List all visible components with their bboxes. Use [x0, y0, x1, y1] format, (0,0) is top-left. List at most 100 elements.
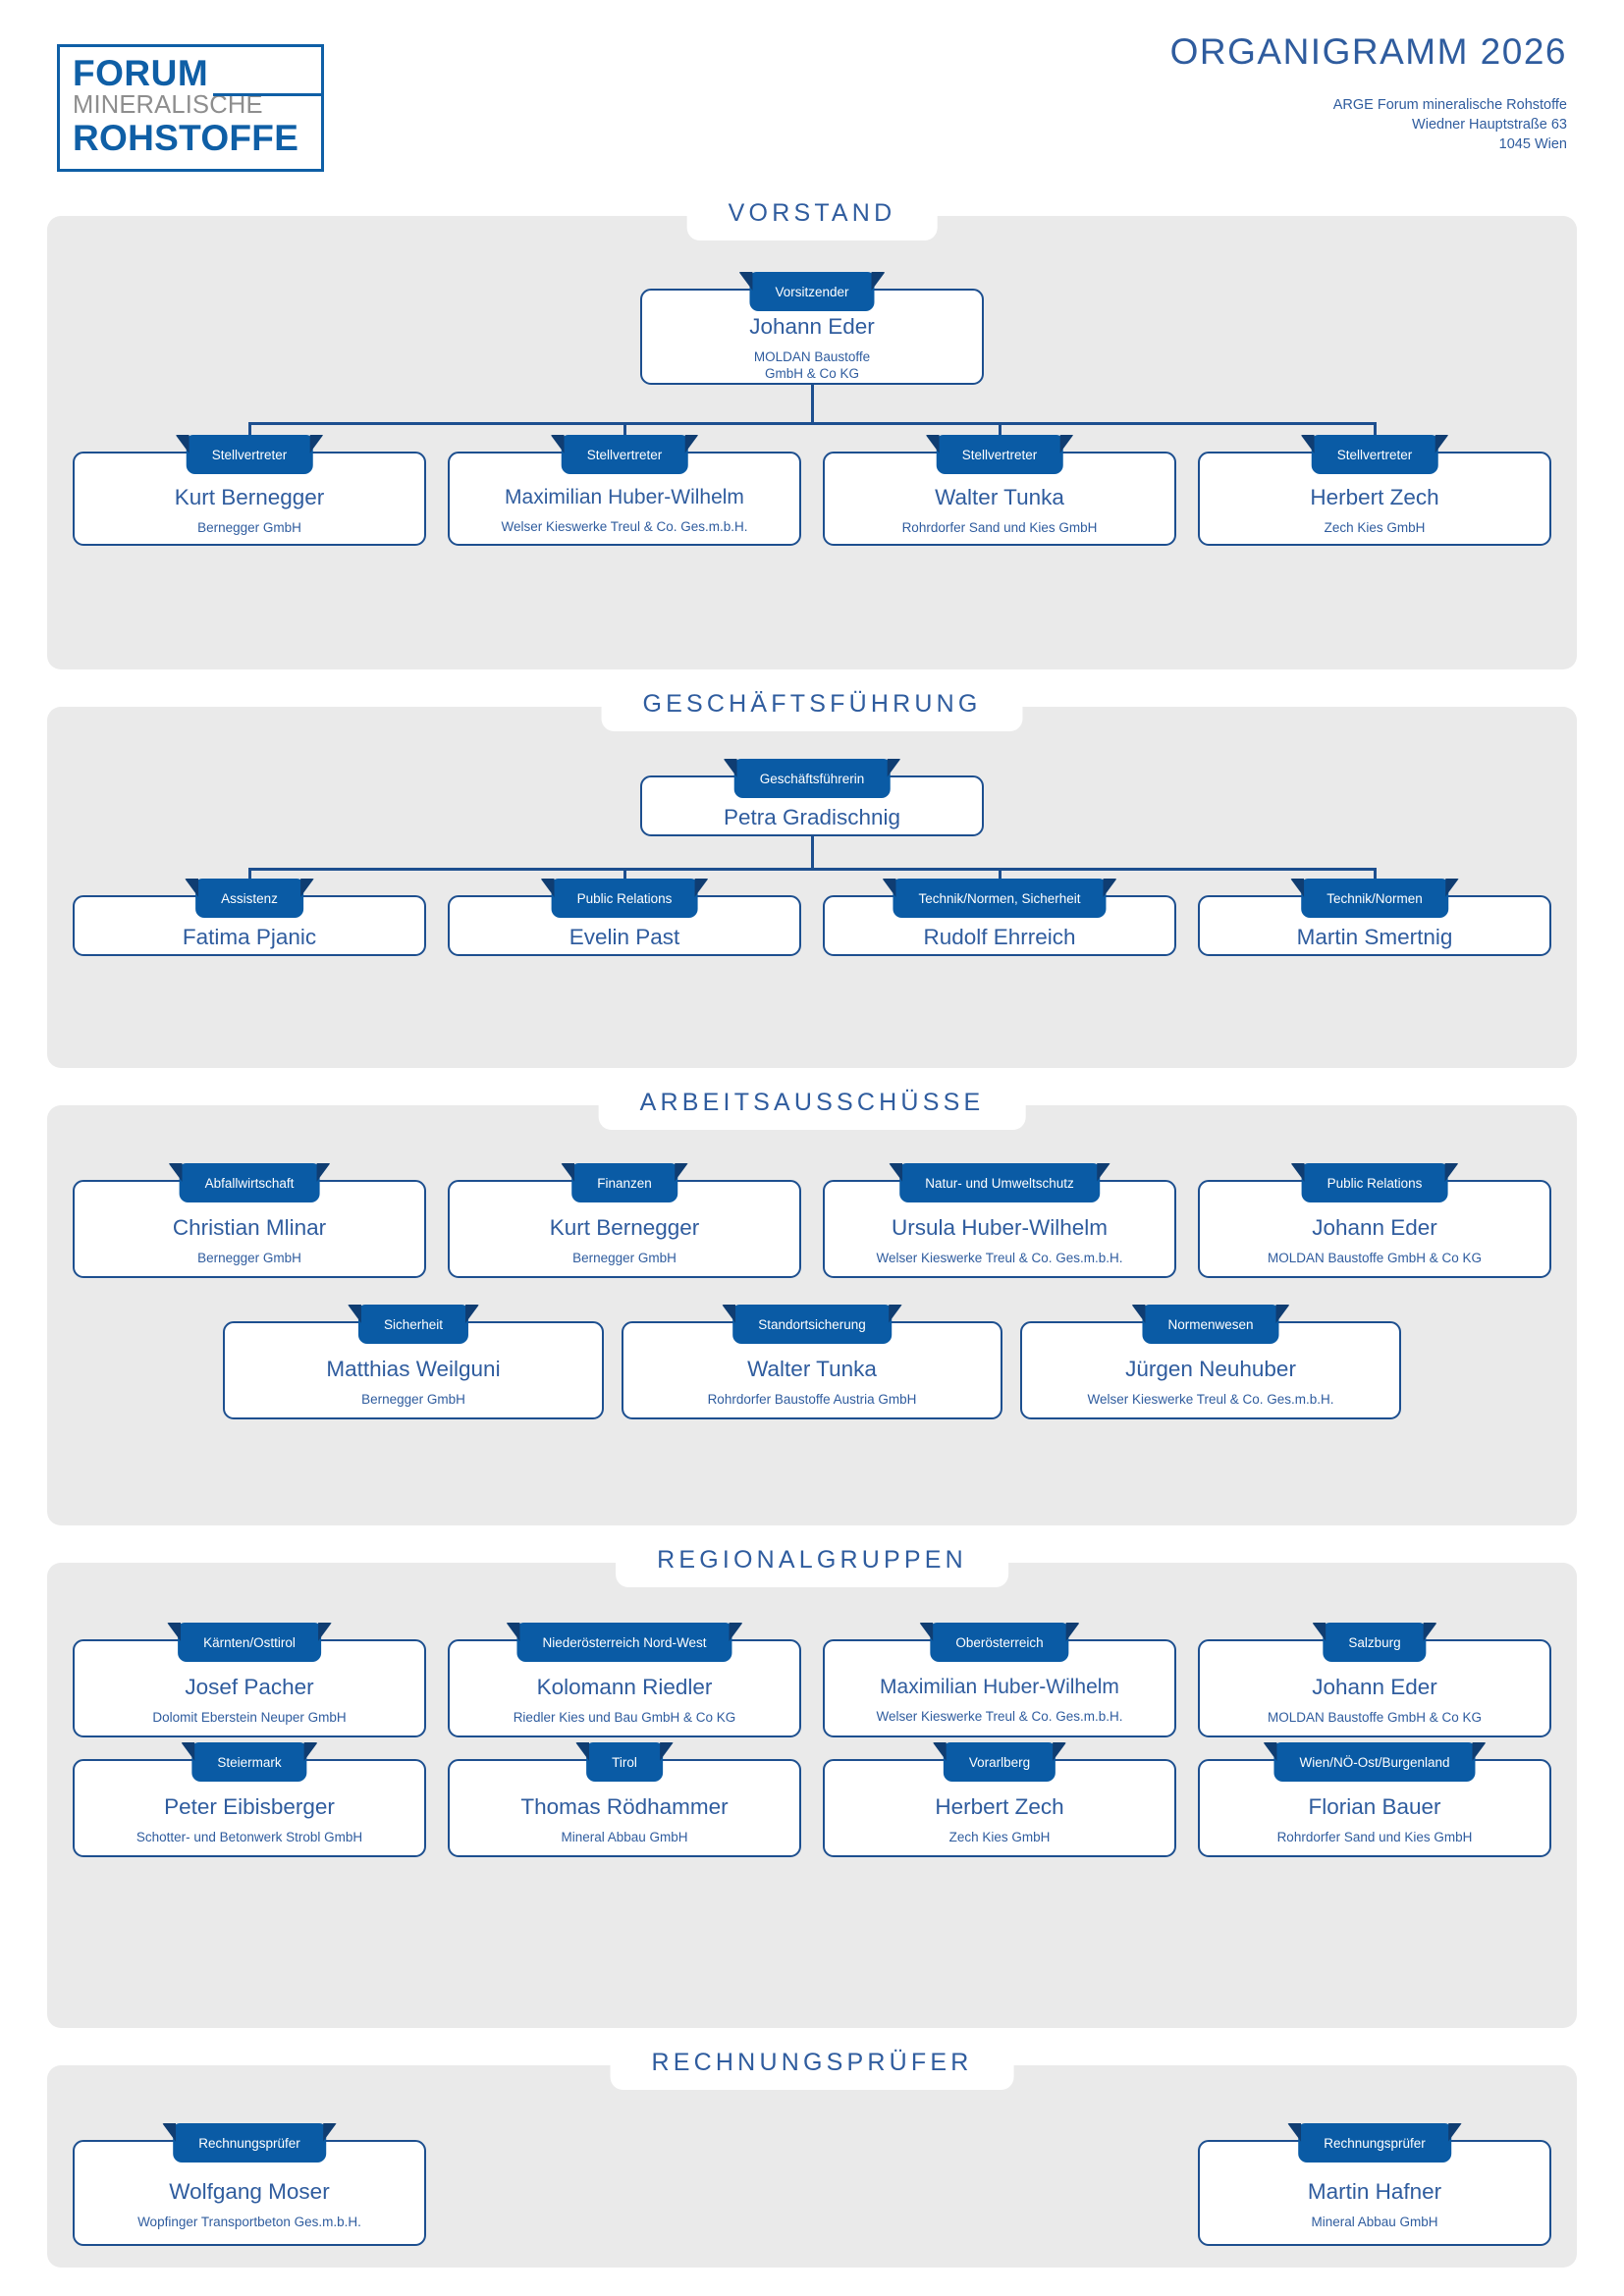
org-card-role-tab: Public Relations	[1301, 1163, 1448, 1202]
org-card-company: Rohrdorfer Sand und Kies GmbH	[1276, 1829, 1473, 1844]
org-card-person-name: Kurt Bernegger	[174, 484, 325, 509]
org-card-person-name: Maximilian Huber-Wilhelm	[880, 1675, 1119, 1698]
org-card-company: Welser Kieswerke Treul & Co. Ges.m.b.H.	[1087, 1391, 1334, 1407]
org-card-person-name: Kolomann Riedler	[536, 1674, 713, 1699]
forum-mineralische-rohstoffe-logo: FORUM MINERALISCHE ROHSTOFFE	[57, 44, 324, 172]
org-card-role-tab: Sicherheit	[357, 1305, 469, 1344]
org-card-role-tab: Stellvertreter	[936, 435, 1063, 474]
org-card-company: Bernegger GmbH	[197, 1250, 301, 1265]
org-card-body: Rudolf Ehrreich	[825, 921, 1174, 954]
org-card-person-name: Matthias Weilguni	[326, 1356, 501, 1381]
org-card-person-name: Thomas Rödhammer	[520, 1793, 729, 1819]
org-card-role-tab: Steiermark	[191, 1742, 307, 1782]
logo-line-rohstoffe: ROHSTOFFE	[73, 117, 299, 158]
org-card-role-tab: Assistenz	[195, 879, 303, 918]
header-right-block: ORGANIGRAMM 2026 ARGE Forum mineralische…	[1170, 33, 1567, 154]
org-card-role-tab: Kärnten/Osttirol	[178, 1623, 321, 1662]
org-card-person-name: Johann Eder	[749, 314, 875, 340]
org-card-role-tab: Stellvertreter	[186, 435, 313, 474]
section-title: REGIONALGRUPPEN	[616, 1541, 1008, 1587]
org-card-role-tab: Technik/Normen, Sicherheit	[893, 879, 1107, 918]
org-card-person-name: Walter Tunka	[747, 1356, 877, 1381]
org-card-company: Bernegger GmbH	[197, 519, 301, 535]
org-card-company: Rohrdorfer Sand und Kies GmbH	[901, 519, 1098, 535]
org-card-person-name: Christian Mlinar	[172, 1214, 327, 1240]
org-card-company: Bernegger GmbH	[361, 1391, 465, 1407]
org-card-role-tab: Finanzen	[571, 1163, 677, 1202]
org-card-company: Welser Kieswerke Treul & Co. Ges.m.b.H.	[876, 1708, 1123, 1724]
org-card-person-name: Herbert Zech	[1310, 484, 1439, 509]
org-card-role-tab: Stellvertreter	[1311, 435, 1438, 474]
org-card-role-tab: Rechnungsprüfer	[1298, 2123, 1451, 2163]
org-card-company: MOLDAN Baustoffe GmbH & Co KG	[1267, 1709, 1483, 1725]
org-card-person-name: Ursula Huber-Wilhelm	[891, 1214, 1109, 1240]
org-card-person-name: Jürgen Neuhuber	[1125, 1356, 1296, 1381]
org-card-person-name: Evelin Past	[568, 925, 680, 950]
org-card-person-name: Fatima Pjanic	[182, 925, 317, 950]
org-card-person-name: Petra Gradischnig	[723, 805, 901, 830]
org-card-role-tab: Technik/Normen	[1301, 879, 1448, 918]
org-card-person-name: Martin Smertnig	[1296, 925, 1453, 950]
address-line-3: 1045 Wien	[1498, 136, 1567, 152]
page-header: FORUM MINERALISCHE ROHSTOFFE ORGANIGRAMM…	[0, 0, 1624, 196]
section-title: VORSTAND	[686, 194, 938, 240]
organisation-address: ARGE Forum mineralische Rohstoffe Wiedne…	[1170, 95, 1567, 154]
org-card-role-tab: Normenwesen	[1142, 1305, 1279, 1344]
org-card-role-tab: Abfallwirtschaft	[179, 1163, 320, 1202]
section-title: RECHNUNGSPRÜFER	[610, 2044, 1014, 2090]
org-card-role-tab: Wien/NÖ-Ost/Burgenland	[1273, 1742, 1476, 1782]
org-card-company: Riedler Kies und Bau GmbH & Co KG	[513, 1709, 736, 1725]
org-card-person-name: Maximilian Huber-Wilhelm	[505, 485, 744, 508]
org-card-role-tab: Natur- und Umweltschutz	[899, 1163, 1100, 1202]
org-card-person-name: Josef Pacher	[185, 1674, 314, 1699]
logo-rule	[213, 93, 321, 96]
org-card-person-name: Martin Hafner	[1307, 2178, 1442, 2204]
